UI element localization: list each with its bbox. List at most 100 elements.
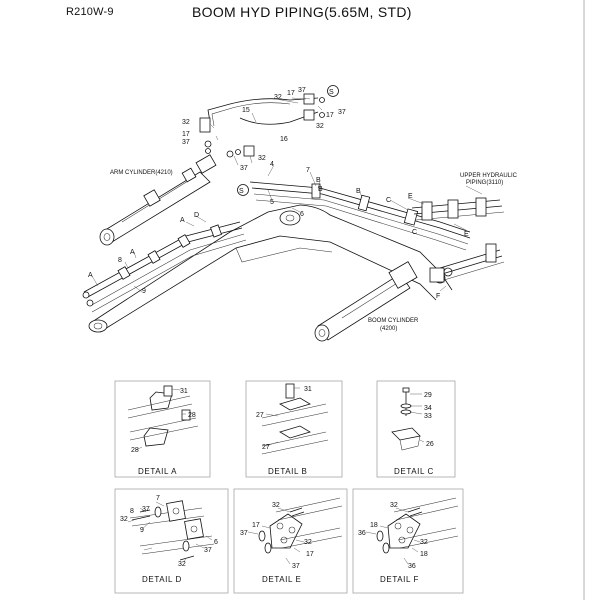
detail-f-part-36: 36: [408, 563, 416, 570]
detail-d-part-32: 32: [120, 516, 128, 523]
detail-c-part-33: 33: [424, 413, 432, 420]
detail-e: 32 17 37 32 17 37 DETAIL E: [233, 488, 348, 594]
detail-c-frame: [376, 380, 456, 478]
part-number-9: 9: [142, 288, 146, 295]
detail-e-title: DETAIL E: [262, 575, 301, 584]
detail-d-part-6: 6: [214, 539, 218, 546]
o-ring-36: [376, 530, 384, 542]
pipe-clamp-a3: [177, 234, 191, 248]
section-letter-c: C: [412, 229, 417, 236]
boom-pipe-2: [251, 187, 471, 239]
boom-pipe-1: [249, 181, 471, 233]
part-number-32: 32: [258, 155, 266, 162]
clamp-lower: [279, 425, 311, 439]
section-letter-a: A: [88, 272, 93, 279]
detail-a-part-31: 31: [180, 388, 188, 395]
flange-block-f: [485, 243, 497, 263]
detail-b: 31 27 27 DETAIL B: [245, 380, 343, 478]
detail-d-part-8: 8: [130, 508, 134, 515]
detail-b-part-31: 31: [304, 386, 312, 393]
arm-cylinder-callout: ARM CYLINDER(4210): [110, 170, 173, 176]
split-flange: [387, 513, 421, 549]
pipe-clamp-b2: [357, 194, 371, 212]
pipe-clamp-d: [210, 224, 222, 238]
detail-a-part-28: 28: [188, 412, 196, 419]
part-number-4: 4: [270, 161, 274, 168]
washer-33: [400, 409, 412, 415]
hose-16: [239, 111, 319, 125]
upper-hydraulic-callout-line1: UPPER HYDRAULIC: [460, 173, 518, 179]
part-number-15: 15: [242, 107, 250, 114]
part-number-32: 32: [182, 119, 190, 126]
section-letter-a: A: [180, 217, 185, 224]
detail-f-part-18: 18: [370, 522, 378, 529]
detail-a: 31 28 28 DETAIL A: [114, 380, 211, 478]
washer-34: [400, 403, 412, 409]
boom-pipe-4: [255, 199, 467, 251]
o-ring-37: [182, 540, 190, 552]
part-number-37: 37: [298, 87, 306, 94]
flange-upper: [166, 500, 186, 522]
boom-upper-edge: [91, 204, 453, 323]
detail-d-part-9: 9: [140, 527, 144, 534]
o-ring-36: [382, 542, 390, 554]
detail-b-title: DETAIL B: [268, 467, 307, 476]
section-s-label-top: S: [329, 89, 334, 96]
detail-c-part-26: 26: [426, 441, 434, 448]
detail-d-part-32: 32: [178, 561, 186, 568]
detail-e-part-32: 32: [304, 539, 312, 546]
part-number-17: 17: [287, 90, 295, 97]
detail-f-part-32: 32: [390, 502, 398, 509]
part-number-8: 8: [118, 257, 122, 264]
bolt-31: [163, 385, 173, 397]
detail-c-title: DETAIL C: [394, 467, 434, 476]
part-number-37: 37: [182, 139, 190, 146]
detail-f-part-36: 36: [358, 530, 366, 537]
upper-hydraulic-callout-line2: PIPING(3110): [466, 180, 503, 186]
hose-fitting-left: [199, 117, 211, 133]
detail-f-title: DETAIL F: [380, 575, 419, 584]
o-ring-37: [264, 542, 272, 554]
part-number-5: 5: [270, 199, 274, 206]
detail-e-part-17: 17: [306, 551, 314, 558]
clamp-upper: [279, 397, 311, 411]
pipe-clamp-b1: [311, 183, 321, 199]
pipe-clamp-a2: [147, 250, 161, 264]
detail-c: 29 34 33 26 DETAIL C: [376, 380, 456, 478]
section-letter-c: C: [386, 197, 391, 204]
detail-a-part-28: 28: [131, 447, 139, 454]
detail-e-part-17: 17: [252, 522, 260, 529]
pipe-clamp-c: [403, 208, 419, 226]
part-number-7: 7: [306, 167, 310, 174]
boom-side-edge: [235, 247, 333, 263]
model-number: R210W-9: [66, 6, 114, 18]
boom-center-boss: [279, 210, 301, 226]
boom-pipe-3: [253, 193, 469, 245]
boom-cylinder-callout-line2: (4200): [380, 326, 397, 332]
o-ring-37: [154, 506, 162, 518]
part-number-17: 17: [182, 131, 190, 138]
hose-15: [207, 97, 319, 123]
section-s-marker-mid: [237, 184, 249, 196]
boom-cylinder-callout-line1: BOOM CYLINDER: [368, 318, 419, 324]
boom-tip-pin: [88, 319, 108, 333]
hose-fitting-right-lower: [303, 109, 315, 121]
detail-d-title: DETAIL D: [142, 575, 182, 584]
part-number-6: 6: [300, 211, 304, 218]
section-letter-e: E: [408, 193, 413, 200]
section-s-label-mid: S: [239, 188, 244, 195]
flange-block-e3: [475, 197, 487, 217]
detail-d-part-37: 37: [142, 506, 150, 513]
section-letter-b: B: [316, 177, 321, 184]
main-assembly: 15 32 17 37 S 17 37 32 32 17 37 16 32 37…: [82, 85, 518, 342]
section-letter-f: F: [436, 293, 440, 300]
section-letter-d: D: [194, 212, 199, 219]
section-letter-b: B: [356, 188, 361, 195]
detail-d-part-7: 7: [156, 495, 160, 502]
detail-e-part-32: 32: [272, 502, 280, 509]
detail-f-frame: [352, 488, 464, 594]
clamp-lower: [143, 427, 169, 447]
boom-cylinder-head: [388, 261, 418, 289]
